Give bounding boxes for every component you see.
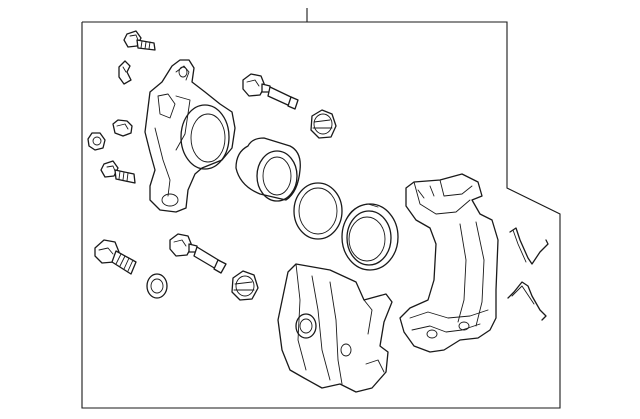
caliper-assembly-frame: [81, 8, 561, 409]
caliper-housing: [144, 59, 236, 213]
bleeder-screw: [112, 119, 133, 137]
anti-rattle-spring-lower: [507, 281, 547, 321]
guide-pin-bolt-upper: [242, 73, 299, 110]
piston-seal: [293, 182, 343, 240]
guide-pin-boot-lower: [231, 270, 259, 301]
small-bolt-lower: [100, 160, 136, 184]
small-bolt-upper: [123, 30, 156, 51]
guide-pin-boot-upper: [310, 109, 337, 139]
guide-pin-bolt-lower: [169, 233, 227, 274]
mounting-bolt: [94, 239, 137, 275]
piston: [235, 137, 301, 202]
bleeder-cap: [87, 132, 106, 151]
dust-boot: [341, 203, 399, 271]
clip: [118, 60, 132, 85]
anti-rattle-spring-upper: [509, 227, 549, 265]
washer: [146, 273, 168, 299]
brake-pad: [277, 263, 393, 393]
caliper-bracket: [399, 173, 499, 353]
